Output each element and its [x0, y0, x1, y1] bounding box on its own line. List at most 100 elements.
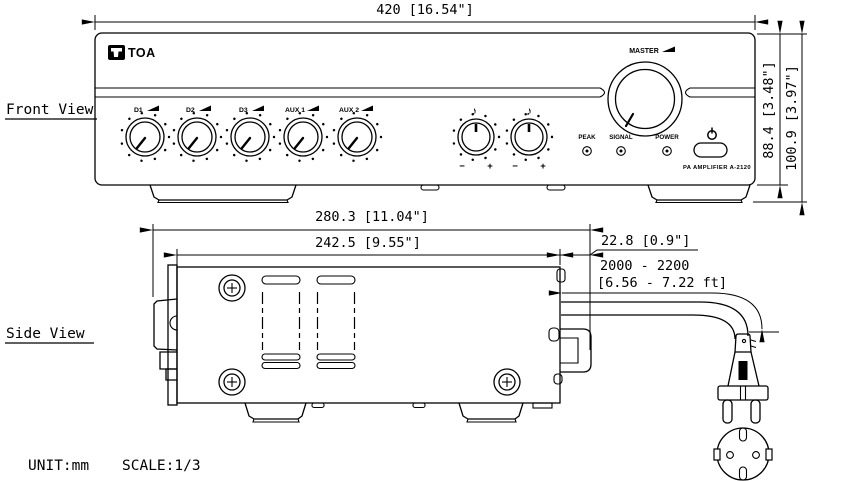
cord-bracket: [548, 327, 592, 373]
chassis-foot-base: [466, 418, 517, 423]
chassis-screw: [218, 368, 246, 396]
treble-minus-label: −: [512, 161, 518, 172]
signal-led: [616, 146, 626, 156]
led-label-signal: SIGNAL: [609, 134, 633, 141]
master-knob: MASTER: [607, 46, 683, 137]
treble-plus-label: +: [540, 161, 546, 172]
chassis-screw: [493, 368, 521, 396]
panel-band-right: [684, 87, 755, 98]
chassis-foot-base: [252, 418, 300, 423]
model-label: PA AMPLIFIER A-2120: [683, 165, 751, 171]
led-label-peak: PEAK: [578, 134, 596, 141]
dim-depths: 280.3 [11.04"] 242.5 [9.55"] 22.8 [0.9"]: [139, 209, 698, 350]
front-view-label: Front View: [6, 102, 94, 118]
rear-tab: [556, 268, 566, 283]
plug-pin-hole: [726, 451, 734, 459]
input-knob-3: [224, 111, 276, 163]
plug-notch: [713, 448, 721, 461]
view-labels: Front View Side View UNIT:mm SCALE:1/3: [5, 102, 201, 474]
plug-notch: [765, 448, 773, 461]
chassis-body: [176, 266, 561, 404]
power-led-dot: [665, 149, 669, 153]
unit-label: UNIT:mm: [28, 458, 89, 474]
power-plug-face: [713, 427, 773, 481]
plug-flange: [717, 385, 769, 401]
vent-slots: [261, 275, 356, 370]
scale-label: SCALE:1/3: [122, 458, 201, 474]
panel-foot: [647, 184, 751, 201]
bass-note-icon: ♪: [471, 104, 477, 118]
dim-depth-chassis-text: 242.5 [9.55"]: [315, 235, 421, 251]
plug-earth-slot: [738, 427, 748, 442]
peak-led-dot: [585, 149, 589, 153]
side-view-label: Side View: [6, 326, 85, 342]
dim-rear-clearance-text: 22.8 [0.9"]: [601, 233, 690, 249]
power-led: [662, 146, 672, 156]
rear-details: [532, 268, 592, 409]
knob-label-aux2: AUX 2: [339, 107, 359, 114]
plug-earth-slot: [738, 466, 748, 481]
dim-cord-mm-text: 2000 - 2200: [600, 258, 689, 274]
level-wedge-icon: [662, 46, 675, 52]
dim-height-panel-text: 88.4 [3.48"]: [761, 61, 777, 159]
treble-note-icon: ♪: [526, 104, 532, 118]
knob-label-1: D1: [134, 107, 143, 114]
input-knobs: D1 D2 D3 AUX 1 AUX 2: [119, 105, 383, 163]
input-knob-2: [171, 111, 223, 163]
plug-pin: [750, 399, 761, 424]
level-wedge-icon: [199, 105, 211, 111]
brand-text: TOA: [128, 46, 156, 60]
rear-foot-tab: [532, 402, 553, 409]
knob-label-3: D3: [239, 107, 248, 114]
dim-width: 420 [16.54"]: [81, 2, 769, 30]
input-knob-aux2: [331, 111, 383, 163]
plug-pin-hole: [752, 451, 760, 459]
bass-minus-label: −: [459, 161, 465, 172]
power-button: [693, 127, 728, 158]
panel-foot-base: [157, 199, 289, 204]
bottom-tab: [420, 184, 440, 191]
led-label-power: POWER: [655, 134, 679, 141]
plug-switch-detail: [738, 361, 748, 380]
dim-cord-ft-text: [6.56 - 7.22 ft]: [597, 275, 727, 291]
level-wedge-icon: [147, 105, 159, 111]
master-label: MASTER: [629, 48, 659, 55]
knob-label-2: D2: [186, 107, 195, 114]
bass-plus-label: +: [487, 161, 493, 172]
front-feet: [149, 184, 751, 204]
side-view: 280.3 [11.04"] 242.5 [9.55"] 22.8 [0.9"]…: [139, 209, 779, 481]
power-plug-side: [717, 333, 769, 424]
power-icon: [707, 127, 717, 140]
level-wedge-icon: [307, 105, 319, 111]
bottom-tab: [546, 184, 566, 191]
tone-controls: ♪ ♪ − + − +: [451, 104, 554, 172]
power-cord: [561, 301, 749, 340]
front-plate: [167, 264, 178, 406]
panel-band-left: [95, 87, 606, 98]
side-feet: [244, 402, 524, 423]
panel-foot: [149, 184, 297, 201]
level-wedge-icon: [252, 105, 264, 111]
tone-knob-treble: [504, 112, 554, 162]
chassis: [153, 264, 592, 423]
indicator-leds: PEAK SIGNAL POWER: [578, 134, 679, 156]
toa-logo-t-icon: [111, 48, 122, 57]
dim-width-text: 420 [16.54"]: [376, 2, 474, 18]
bottom-tab: [311, 402, 325, 409]
chassis-foot: [458, 402, 524, 420]
bottom-tab: [412, 402, 426, 409]
dim-cord: 2000 - 2200 [6.56 - 7.22 ft]: [548, 258, 779, 343]
dim-height-overall-text: 100.9 [3.97"]: [784, 65, 800, 171]
level-wedge-icon: [361, 105, 373, 111]
peak-led: [582, 146, 592, 156]
dim-heights: 88.4 [3.48"] 100.9 [3.97"]: [753, 20, 807, 216]
toa-logo: TOA: [108, 45, 156, 60]
rear-bump: [553, 373, 563, 385]
chassis-screw: [218, 274, 246, 302]
knob-label-aux1: AUX 1: [285, 107, 305, 114]
knob-profile: [153, 298, 178, 381]
plug-pin: [722, 399, 733, 424]
panel-foot-base: [655, 199, 743, 204]
